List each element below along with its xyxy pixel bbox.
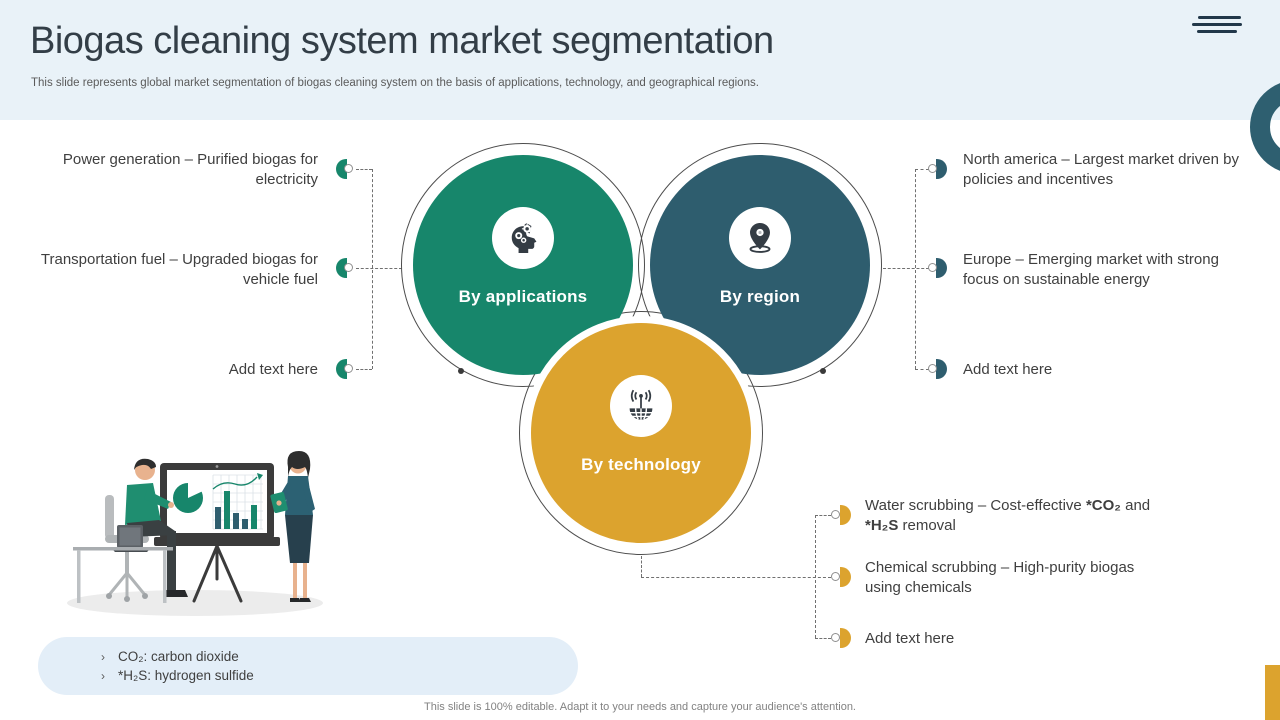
chevron-bullet-icon: › — [101, 650, 105, 664]
segment-item-text: Transportation fuel – Upgraded biogas fo… — [40, 251, 318, 288]
footnote-item: › *H₂S: hydrogen sulfide — [88, 667, 578, 686]
bullet-marker-dot — [831, 633, 840, 642]
connector-line — [915, 369, 929, 370]
connector-line — [641, 556, 642, 577]
connector-line — [372, 169, 373, 369]
bullet-marker — [936, 258, 947, 278]
presentation-illustration — [67, 451, 323, 616]
bullet-marker-dot — [831, 510, 840, 519]
bullet-marker-dot — [928, 263, 937, 272]
page-subtitle: This slide represents global market segm… — [31, 77, 759, 89]
seated-presenter-graphic — [73, 458, 188, 603]
gold-accent-bar — [1265, 665, 1280, 720]
bullet-marker — [840, 567, 851, 587]
chevron-bullet-icon: › — [101, 668, 105, 683]
segment-circle-applications: By applications — [413, 155, 633, 375]
connector-line — [356, 369, 372, 370]
segment-item-text: Power generation – Purified biogas for e… — [62, 151, 318, 188]
bullet-marker-dot — [344, 263, 353, 272]
hamburger-bar — [1192, 22, 1242, 26]
arc-end-dot — [820, 368, 826, 374]
segment-outline-ring — [519, 311, 763, 555]
connector-line — [883, 268, 929, 269]
bullet-marker — [840, 505, 851, 525]
bullet-marker — [936, 359, 947, 379]
footnote-text: *H₂S: hydrogen sulfide — [118, 667, 254, 683]
connector-line — [815, 515, 831, 516]
add-text-placeholder[interactable]: Add text here — [963, 361, 1053, 378]
bullet-marker — [936, 159, 947, 179]
bullet-marker-dot — [344, 364, 353, 373]
bullet-marker-dot — [928, 164, 937, 173]
bullet-marker — [336, 258, 347, 278]
add-text-placeholder[interactable]: Add text here — [228, 361, 318, 378]
connector-line — [915, 169, 929, 170]
connector-line — [915, 169, 916, 369]
segment-label: By applications — [458, 287, 588, 306]
innovation-head-icon — [511, 223, 537, 254]
hamburger-bar — [1198, 16, 1241, 20]
bullet-marker-dot — [928, 364, 937, 373]
footnote-text: CO₂: carbon dioxide — [118, 649, 239, 664]
location-pin-icon — [749, 222, 771, 253]
bullet-marker — [336, 159, 347, 179]
hamburger-menu-icon[interactable] — [1192, 16, 1242, 38]
icon-badge — [610, 375, 672, 437]
footnote-box: › CO₂: carbon dioxide › *H₂S: hydrogen s… — [38, 637, 578, 695]
icon-badge — [492, 207, 554, 269]
connector-line — [356, 169, 372, 170]
bullet-marker — [336, 359, 347, 379]
segment-outline-ring — [638, 143, 882, 387]
bullet-marker-dot — [344, 164, 353, 173]
arc-end-dot — [458, 368, 464, 374]
connector-line — [356, 268, 402, 269]
icon-badge — [729, 207, 791, 269]
segment-item-text: North america – Largest market driven by… — [963, 151, 1239, 188]
segment-item-text: Europe – Emerging market with strong foc… — [963, 251, 1219, 288]
segment-item-text: Chemical scrubbing – High-purity biogas … — [865, 559, 1135, 596]
footer-note: This slide is 100% editable. Adapt it to… — [424, 701, 856, 713]
segment-item-text: Water scrubbing – Cost-effective *CO₂ an… — [865, 497, 1151, 534]
presentation-board-graphic — [154, 463, 280, 603]
bullet-marker-dot — [831, 572, 840, 581]
segment-label: By technology — [581, 455, 701, 474]
antenna-globe-icon — [629, 389, 653, 420]
footnote-item: › CO₂: carbon dioxide — [88, 648, 578, 667]
segment-label: By region — [719, 287, 801, 306]
connector-line — [641, 577, 831, 578]
header-band: Biogas cleaning system market segmentati… — [0, 0, 1280, 120]
hamburger-bar — [1197, 29, 1237, 33]
standing-presenter-graphic — [270, 451, 315, 602]
connector-line — [815, 515, 816, 638]
segment-circle-technology: By technology — [524, 316, 758, 550]
page-title: Biogas cleaning system market segmentati… — [30, 20, 774, 62]
bullet-marker — [840, 628, 851, 648]
add-text-placeholder[interactable]: Add text here — [865, 630, 955, 647]
connector-line — [815, 638, 831, 639]
